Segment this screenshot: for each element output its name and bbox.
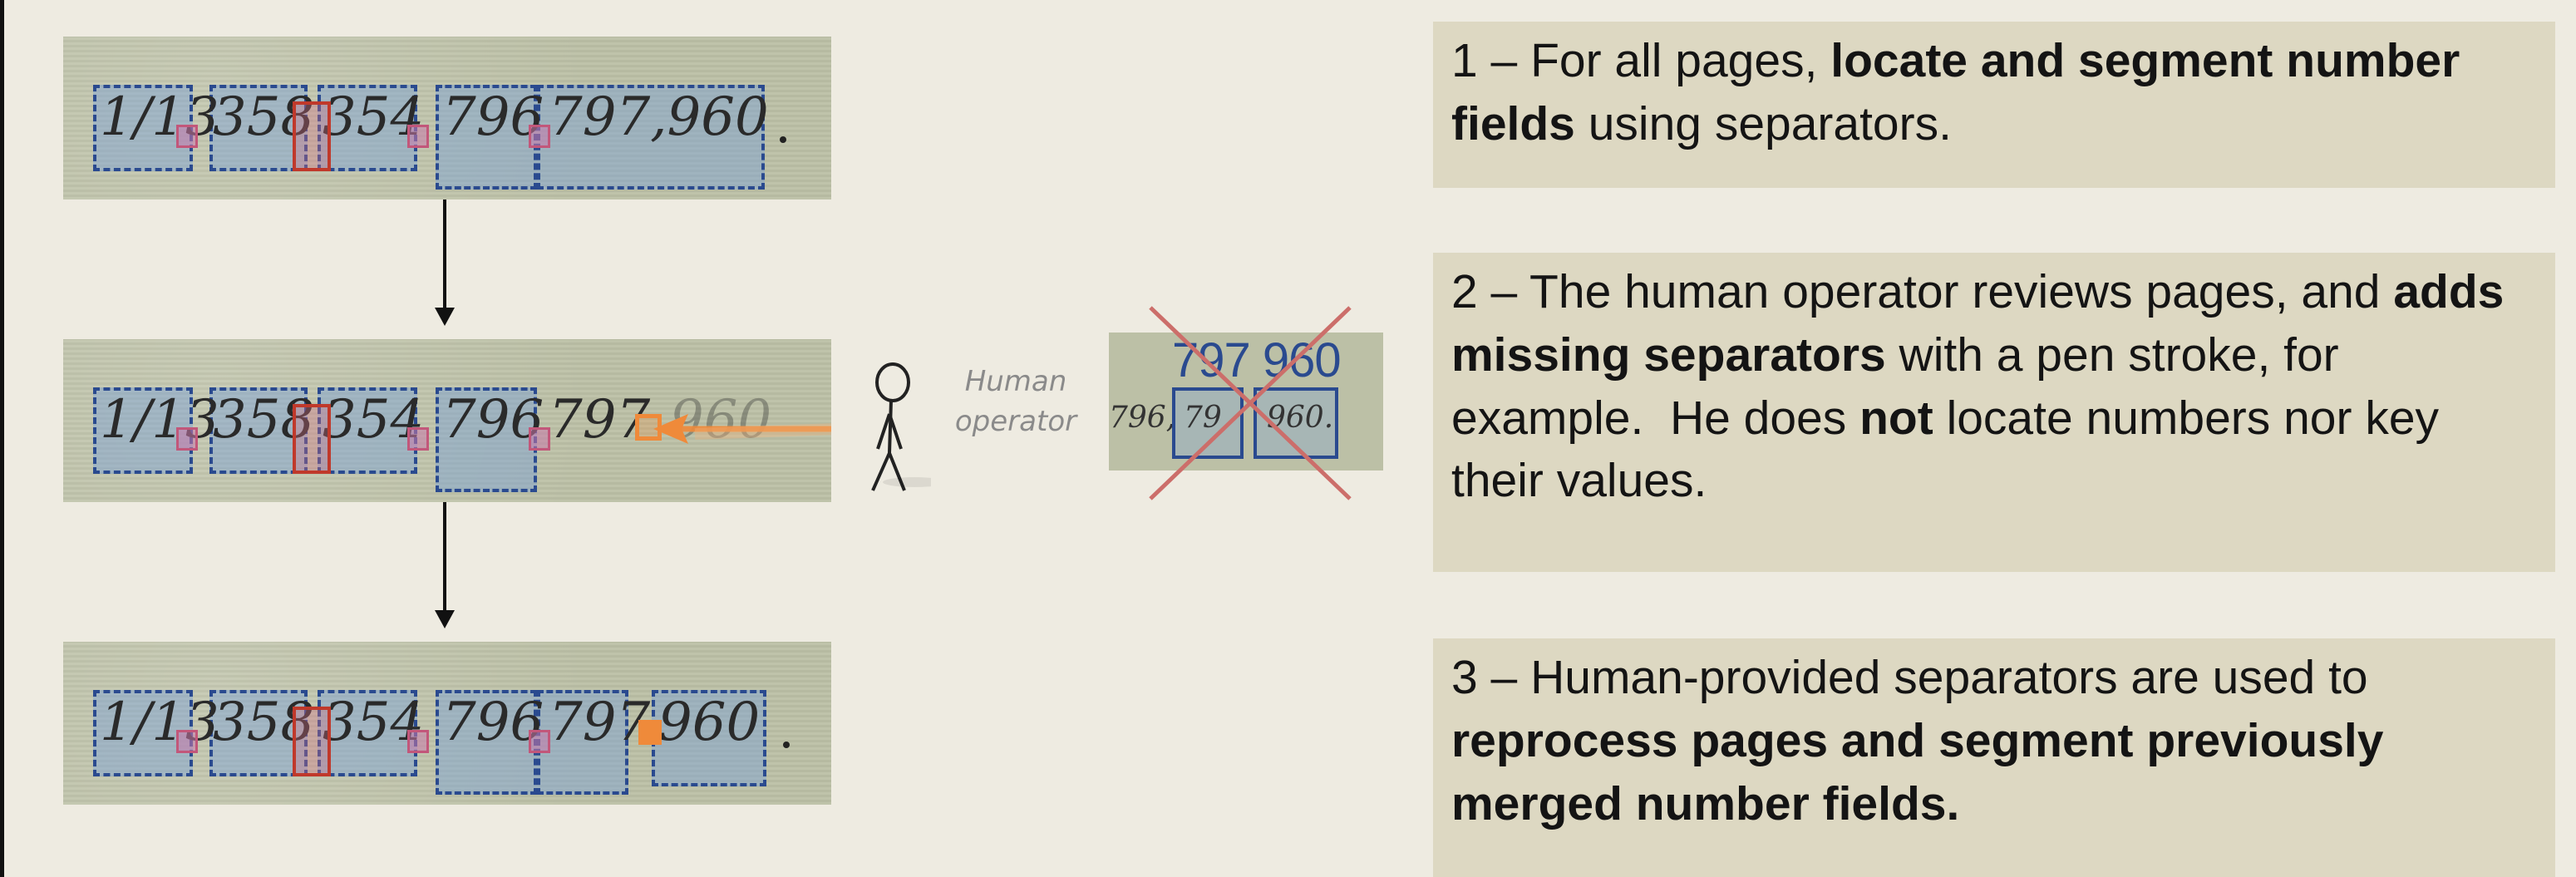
handwritten-number: 796	[442, 692, 544, 753]
handwritten-number-faded: 960	[670, 389, 772, 451]
step-emphasis: locate and segment number fields	[1451, 34, 2460, 150]
separator-marker	[293, 404, 331, 474]
handwritten-number: 960	[658, 692, 761, 753]
ledger-strip-2: 1/13 358 354 796 797 960	[63, 339, 831, 502]
separator-marker	[529, 730, 550, 753]
ledger-strip-1: 1/13 358 354 796 797,960	[63, 37, 831, 200]
example-handwriting: 79	[1184, 401, 1222, 435]
handwritten-number: 358	[213, 86, 315, 148]
step-emphasis: not	[1859, 391, 1933, 445]
separator-marker	[293, 101, 331, 171]
step-text: using separators.	[1574, 96, 1952, 150]
handwritten-number: 354	[323, 692, 425, 753]
left-frame-border	[0, 0, 4, 877]
example-box	[1172, 387, 1244, 459]
number-field-box	[209, 690, 308, 776]
operator-label: Human operator	[949, 362, 1082, 441]
handwritten-number: 797,960	[549, 86, 769, 148]
handwritten-number: 358	[213, 692, 315, 753]
handwritten-number: 797	[549, 692, 651, 753]
cross-out-icon	[1149, 306, 1352, 500]
separator-marker	[529, 125, 550, 148]
operator-label-line1: Human	[964, 365, 1067, 398]
handwritten-number: 796	[442, 389, 544, 451]
number-field-box	[318, 85, 417, 171]
step-text: 3 – Human-provided separators are used t…	[1451, 651, 2368, 704]
period-mark	[783, 742, 790, 748]
rejected-example: 796, 79 960. 797 960	[1109, 306, 1383, 500]
separator-marker	[407, 125, 429, 148]
number-field-box	[436, 387, 537, 492]
handwritten-number: 358	[213, 389, 315, 451]
example-handwriting: 796,	[1109, 401, 1176, 435]
separator-marker	[529, 427, 550, 451]
pen-stroke-arrow	[653, 414, 831, 444]
handwritten-number: 1/13	[100, 86, 219, 148]
step-text: locate numbers nor key their values.	[1451, 391, 2440, 508]
handwritten-number: 1/13	[100, 389, 219, 451]
handwritten-number: 1/13	[100, 692, 219, 753]
number-field-box	[209, 387, 308, 474]
step-text: 1 – For all pages,	[1451, 34, 1831, 87]
step-emphasis: adds missing separators	[1451, 265, 2505, 382]
separator-marker	[407, 427, 429, 451]
handwritten-number: 354	[323, 389, 425, 451]
separator-marker	[176, 730, 198, 753]
human-added-separator	[638, 720, 662, 745]
step-text: with a pen stroke, for example. He does	[1451, 328, 2352, 445]
handwritten-number: 797	[549, 389, 651, 451]
ledger-strip-3: 1/13 358 354 796 797 960	[63, 642, 831, 805]
flow-arrow-down	[435, 502, 455, 628]
operator-label-line2: operator	[954, 404, 1077, 438]
step-text: 2 – The human operator reviews pages, an…	[1451, 265, 2394, 318]
step-2-text: 2 – The human operator reviews pages, an…	[1433, 253, 2555, 572]
number-field-box	[537, 690, 628, 795]
handwritten-number: 796	[442, 86, 544, 148]
number-field-box	[318, 387, 417, 474]
separator-marker	[176, 125, 198, 148]
step-1-text: 1 – For all pages, locate and segment nu…	[1433, 22, 2555, 188]
separator-marker	[407, 730, 429, 753]
step-emphasis: reprocess pages and segment previously m…	[1451, 713, 2384, 830]
human-operator-figure	[871, 362, 931, 491]
handwritten-number: 354	[323, 86, 425, 148]
number-field-box	[209, 85, 308, 171]
separator-marker	[176, 427, 198, 451]
separator-marker	[293, 707, 331, 776]
step-3-text: 3 – Human-provided separators are used t…	[1433, 638, 2555, 877]
period-mark	[780, 136, 786, 143]
example-box	[1254, 387, 1338, 459]
flow-arrow-down	[435, 200, 455, 326]
